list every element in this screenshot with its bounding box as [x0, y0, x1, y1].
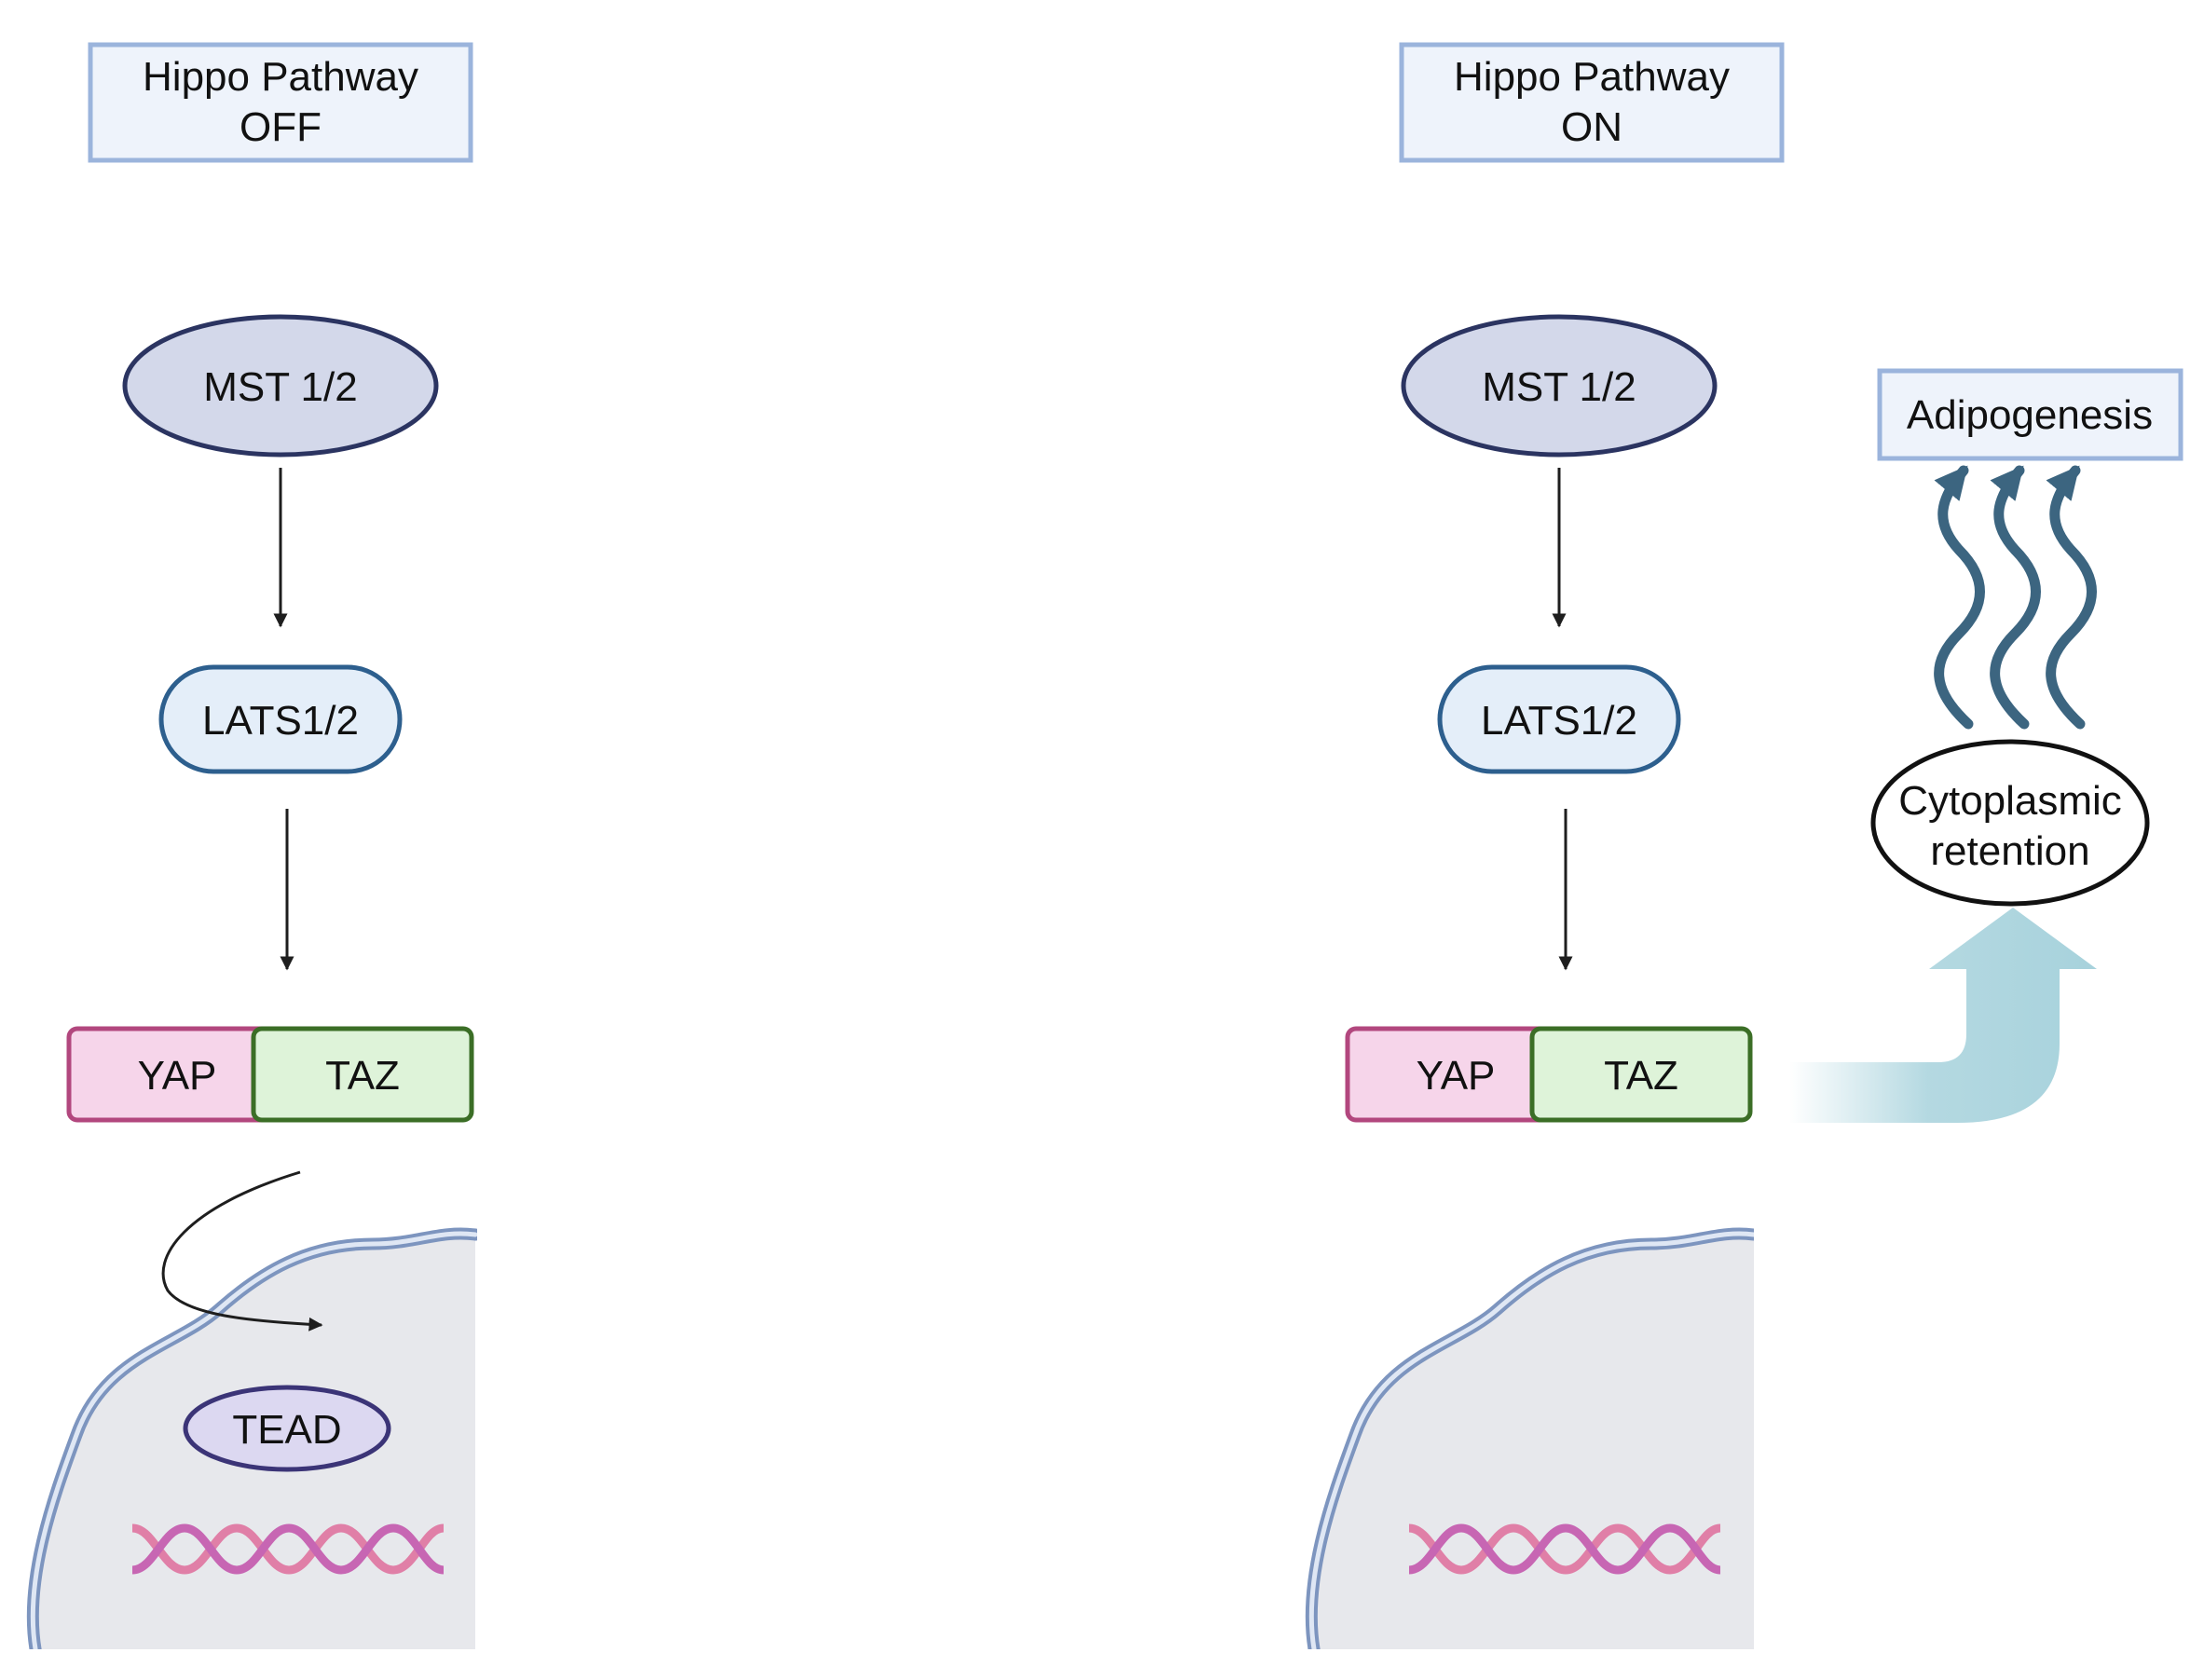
lats-label-on: LATS1/2	[1481, 698, 1637, 744]
lats-label-off: LATS1/2	[202, 698, 359, 744]
wavy-arrow-1	[1934, 465, 1985, 730]
panel-off: Hippo Pathway OFF MST 1/2 LATS1/2 YAP TA…	[26, 42, 477, 1649]
tead-label: TEAD	[232, 1407, 341, 1453]
adipogenesis-box: Adipogenesis	[1877, 368, 2183, 461]
header-on-line1: Hippo Pathway	[1454, 54, 1730, 100]
mst-node-off: MST 1/2	[122, 314, 439, 458]
nucleus-on	[1305, 1227, 1754, 1649]
taz-label-off: TAZ	[325, 1053, 400, 1099]
header-box-on: Hippo Pathway ON	[1399, 42, 1785, 163]
mst-node-on: MST 1/2	[1401, 314, 1718, 458]
cytoplasmic-flow-arrow	[1789, 908, 2097, 1123]
mst-label-on: MST 1/2	[1482, 364, 1636, 410]
yap-label-on: YAP	[1417, 1053, 1496, 1099]
yap-taz-complex-on: YAP TAZ	[1345, 1026, 1753, 1123]
signal-wavy-arrows	[1934, 465, 2097, 730]
taz-label-on: TAZ	[1604, 1053, 1678, 1099]
wavy-arrow-3	[2046, 465, 2097, 730]
header-box-off: Hippo Pathway OFF	[88, 42, 473, 163]
yap-label-off: YAP	[138, 1053, 217, 1099]
mst-label-off: MST 1/2	[203, 364, 357, 410]
lats-node-off: LATS1/2	[158, 664, 403, 774]
dna-off	[131, 1523, 445, 1575]
nuclear-entry-arrow	[161, 1170, 323, 1332]
adipogenesis-label: Adipogenesis	[1907, 392, 2153, 438]
taz-box-on	[1529, 1026, 1753, 1123]
taz-box-off	[251, 1026, 474, 1123]
dna-on	[1408, 1523, 1721, 1575]
retention-label-line1: Cytoplasmic	[1898, 778, 2122, 824]
header-off-line2: OFF	[240, 104, 322, 150]
tead-node: TEAD	[183, 1385, 391, 1472]
yap-taz-complex-off: YAP TAZ	[66, 1026, 474, 1123]
panel-on: Hippo Pathway ON MST 1/2 LATS1/2 YAP TAZ	[1305, 42, 2183, 1649]
retention-label-line2: retention	[1930, 828, 2089, 874]
header-off-line1: Hippo Pathway	[143, 54, 418, 100]
header-on-line2: ON	[1561, 104, 1622, 150]
wavy-arrow-2	[1990, 465, 2041, 730]
lats-node-on: LATS1/2	[1437, 664, 1681, 774]
cytoplasmic-retention-node: Cytoplasmic retention	[1870, 739, 2150, 907]
